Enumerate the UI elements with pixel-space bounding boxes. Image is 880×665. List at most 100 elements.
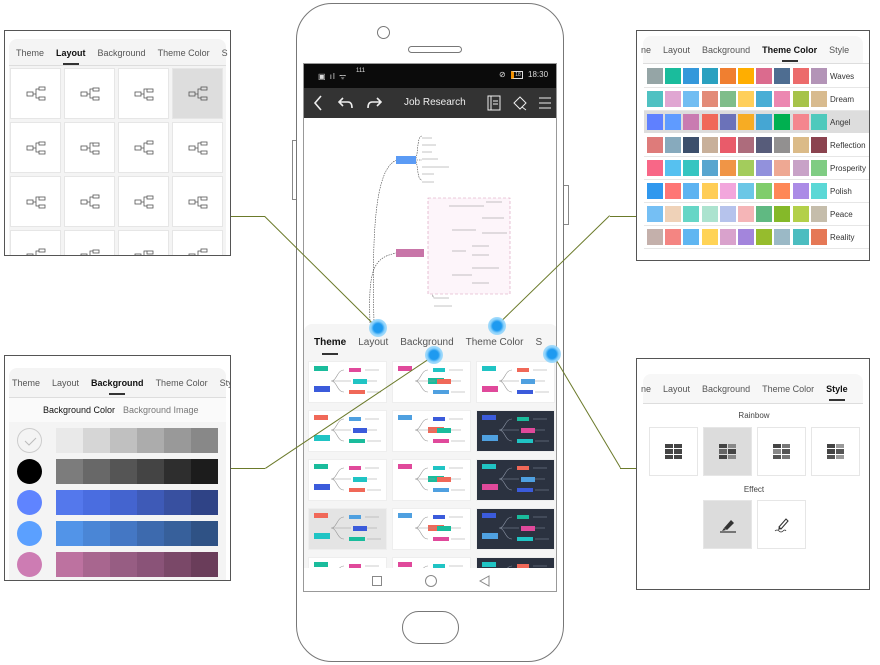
theme-color-swatch[interactable] <box>683 114 700 130</box>
background-shade-swatch[interactable] <box>110 428 137 453</box>
background-shade-swatch[interactable] <box>191 552 218 577</box>
theme-color-swatch[interactable] <box>665 137 682 153</box>
theme-thumbnail[interactable] <box>308 508 387 550</box>
back-icon[interactable] <box>312 95 324 111</box>
theme-color-swatch[interactable] <box>719 160 736 176</box>
tab-style[interactable]: Style <box>829 45 850 55</box>
theme-color-swatch[interactable] <box>683 68 700 84</box>
tab-layout[interactable]: Layout <box>56 48 86 58</box>
layout-option[interactable] <box>118 68 169 119</box>
redo-icon[interactable] <box>366 96 382 110</box>
theme-color-swatch[interactable] <box>738 137 754 153</box>
background-shade-swatch[interactable] <box>56 428 83 453</box>
theme-color-swatch[interactable] <box>792 91 809 107</box>
theme-color-swatch[interactable] <box>738 183 754 199</box>
background-shade-swatch[interactable] <box>191 490 218 515</box>
background-shade-swatch[interactable] <box>164 428 191 453</box>
background-shade-swatch[interactable] <box>110 552 137 577</box>
theme-color-swatch[interactable] <box>738 114 754 130</box>
theme-color-swatch[interactable] <box>756 114 773 130</box>
theme-thumbnail[interactable] <box>476 361 555 403</box>
background-shade-swatch[interactable] <box>137 459 164 484</box>
outline-icon[interactable] <box>487 95 501 111</box>
theme-color-swatch[interactable] <box>756 68 773 84</box>
theme-color-swatch[interactable] <box>810 206 827 222</box>
theme-color-swatch[interactable] <box>719 68 736 84</box>
theme-thumbnail[interactable] <box>476 410 555 452</box>
theme-color-swatch[interactable] <box>810 160 827 176</box>
effect-pencil[interactable] <box>757 500 806 549</box>
background-shade-swatch[interactable] <box>164 552 191 577</box>
theme-color-swatch[interactable] <box>738 206 754 222</box>
theme-color-name[interactable]: Angel <box>830 118 851 127</box>
theme-color-swatch[interactable] <box>792 183 809 199</box>
theme-color-swatch[interactable] <box>792 137 809 153</box>
background-shade-swatch[interactable] <box>110 459 137 484</box>
tab-theme-color[interactable]: Theme Color <box>762 45 818 55</box>
theme-color-swatch[interactable] <box>774 160 791 176</box>
theme-color-swatch[interactable] <box>738 160 754 176</box>
theme-color-swatch[interactable] <box>647 91 663 107</box>
background-base-color[interactable] <box>17 521 42 546</box>
layout-option[interactable] <box>118 122 169 173</box>
back-nav-button[interactable] <box>479 575 490 587</box>
background-shade-swatch[interactable] <box>137 490 164 515</box>
background-shade-swatch[interactable] <box>137 428 164 453</box>
tab-layout[interactable]: Layout <box>663 384 691 394</box>
theme-color-swatch[interactable] <box>665 68 682 84</box>
background-shade-swatch[interactable] <box>56 521 83 546</box>
tab-theme-color[interactable]: Theme Color <box>157 48 210 58</box>
theme-color-swatch[interactable] <box>701 206 718 222</box>
tab-ne[interactable]: ne <box>641 384 652 394</box>
theme-color-swatch[interactable] <box>683 206 700 222</box>
tab-layout[interactable]: Layout <box>663 45 691 55</box>
theme-color-swatch[interactable] <box>774 114 791 130</box>
tab-background[interactable]: Background <box>91 378 144 388</box>
theme-color-swatch[interactable] <box>756 206 773 222</box>
layout-option[interactable] <box>10 176 61 227</box>
theme-color-name[interactable]: Reflection <box>830 141 866 150</box>
theme-color-swatch[interactable] <box>701 137 718 153</box>
theme-color-name[interactable]: Prosperity <box>830 164 867 173</box>
theme-color-swatch[interactable] <box>647 114 663 130</box>
background-shade-swatch[interactable] <box>56 552 83 577</box>
background-shade-swatch[interactable] <box>83 521 110 546</box>
layout-option[interactable] <box>64 176 115 227</box>
theme-color-swatch[interactable] <box>774 183 791 199</box>
background-shade-swatch[interactable] <box>191 459 218 484</box>
theme-color-name[interactable]: Peace <box>830 210 853 219</box>
theme-color-swatch[interactable] <box>756 137 773 153</box>
theme-color-swatch[interactable] <box>665 160 682 176</box>
theme-color-swatch[interactable] <box>756 160 773 176</box>
rainbow-style-option[interactable] <box>703 427 752 476</box>
theme-color-swatch[interactable] <box>683 160 700 176</box>
layout-option[interactable] <box>64 230 115 255</box>
background-base-color[interactable] <box>17 428 42 453</box>
background-shade-swatch[interactable] <box>191 428 218 453</box>
theme-color-swatch[interactable] <box>647 160 663 176</box>
tab-s[interactable]: S <box>535 337 543 348</box>
theme-color-swatch[interactable] <box>647 206 663 222</box>
tab-theme-color[interactable]: Theme Color <box>762 384 815 394</box>
theme-thumbnail[interactable] <box>392 410 471 452</box>
layout-option[interactable] <box>10 122 61 173</box>
theme-color-swatch[interactable] <box>647 137 663 153</box>
layout-option[interactable] <box>118 176 169 227</box>
theme-color-swatch[interactable] <box>665 91 682 107</box>
home-nav-button[interactable] <box>425 575 437 587</box>
layout-option[interactable] <box>172 176 223 227</box>
tab-style[interactable]: Style <box>826 384 848 394</box>
background-shade-swatch[interactable] <box>83 428 110 453</box>
layout-option[interactable] <box>10 68 61 119</box>
theme-color-swatch[interactable] <box>683 229 700 245</box>
theme-color-swatch[interactable] <box>774 137 791 153</box>
theme-color-swatch[interactable] <box>665 183 682 199</box>
background-image-subtab[interactable]: Background Image <box>123 405 199 415</box>
theme-color-swatch[interactable] <box>647 68 663 84</box>
theme-color-swatch[interactable] <box>701 68 718 84</box>
tab-background[interactable]: Background <box>702 384 751 394</box>
theme-color-swatch[interactable] <box>810 229 827 245</box>
theme-color-swatch[interactable] <box>738 68 754 84</box>
background-base-color[interactable] <box>17 490 42 515</box>
theme-color-swatch[interactable] <box>792 160 809 176</box>
